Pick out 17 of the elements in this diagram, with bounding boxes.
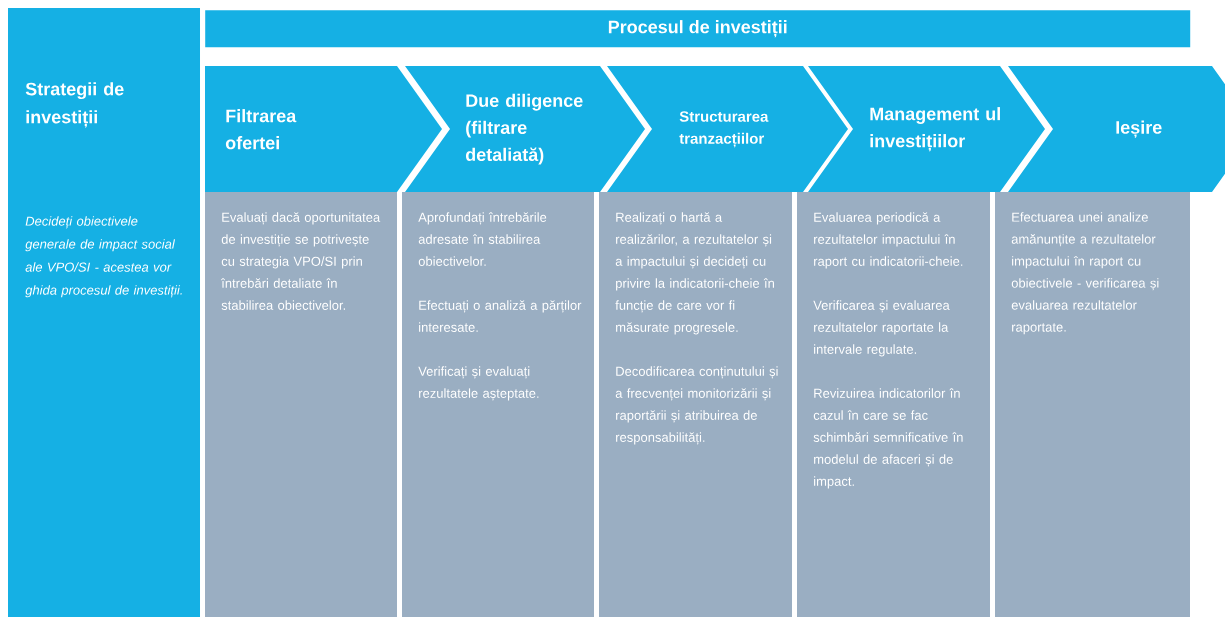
node-label: Ieșire	[1116, 120, 1162, 138]
text-panel: Realizați o hartă a realizărilor, a rezultatelor și a impactului și decideți cu privire la indicatorii-cheie în funcție de care vor fi măsurate progresele. Decodificarea conținutului și a frecvenței monitorizării și raportării și atribuirea de responsabilități.	[599, 192, 792, 617]
text-panel: Efectuarea unei analize amănunțite a rezultatelor impactului în raport cu obiectivele - verificarea și evaluarea rezultatelor raportate.	[995, 192, 1190, 617]
text-panel: Evaluați dacă oportunitatea de investiție se potrivește cu strategia VPO/SI prin întrebări detaliate în stabilirea obiectivelor.	[205, 192, 397, 617]
node-label: Structurarea tranzacțiilor	[679, 111, 769, 148]
stage-header: Structurarea tranzacțiilor	[607, 66, 848, 192]
node-label: Due diligence (filtrare detaliată)	[465, 93, 583, 165]
column-panel: Strategii de investiții Decideți obiectivele generale de impact social ale VPO/SI - acestea vor ghida procesul de investiții.	[8, 8, 200, 617]
stage-header: Due diligence (filtrare detaliată)	[405, 66, 645, 192]
text-panel: Evaluarea periodică a rezultatelor impactului în raport cu indicatorii-cheie. Verificarea și evaluarea rezultatelor raportate la intervale regulate. Revizuirea indicatorilor în cazul în care se fac schimbări semnificative în modelul de afaceri și de impact.	[797, 192, 990, 617]
stage-header: Ieșire	[1008, 66, 1225, 192]
banner: Procesul de investiții	[205, 10, 1191, 48]
stage-header: Filtrarea ofertei	[205, 66, 442, 192]
node-label: Management ul investițiilor	[870, 107, 1000, 152]
stage-header: Management ul investițiilor	[808, 66, 1045, 192]
node-label: Filtrarea ofertei	[225, 109, 297, 150]
text-panel: Aprofundați întrebările adresate în stabilirea obiectivelor. Efectuați o analiză a părților interesate. Verificați și evaluați rezultatele așteptate.	[402, 192, 594, 617]
